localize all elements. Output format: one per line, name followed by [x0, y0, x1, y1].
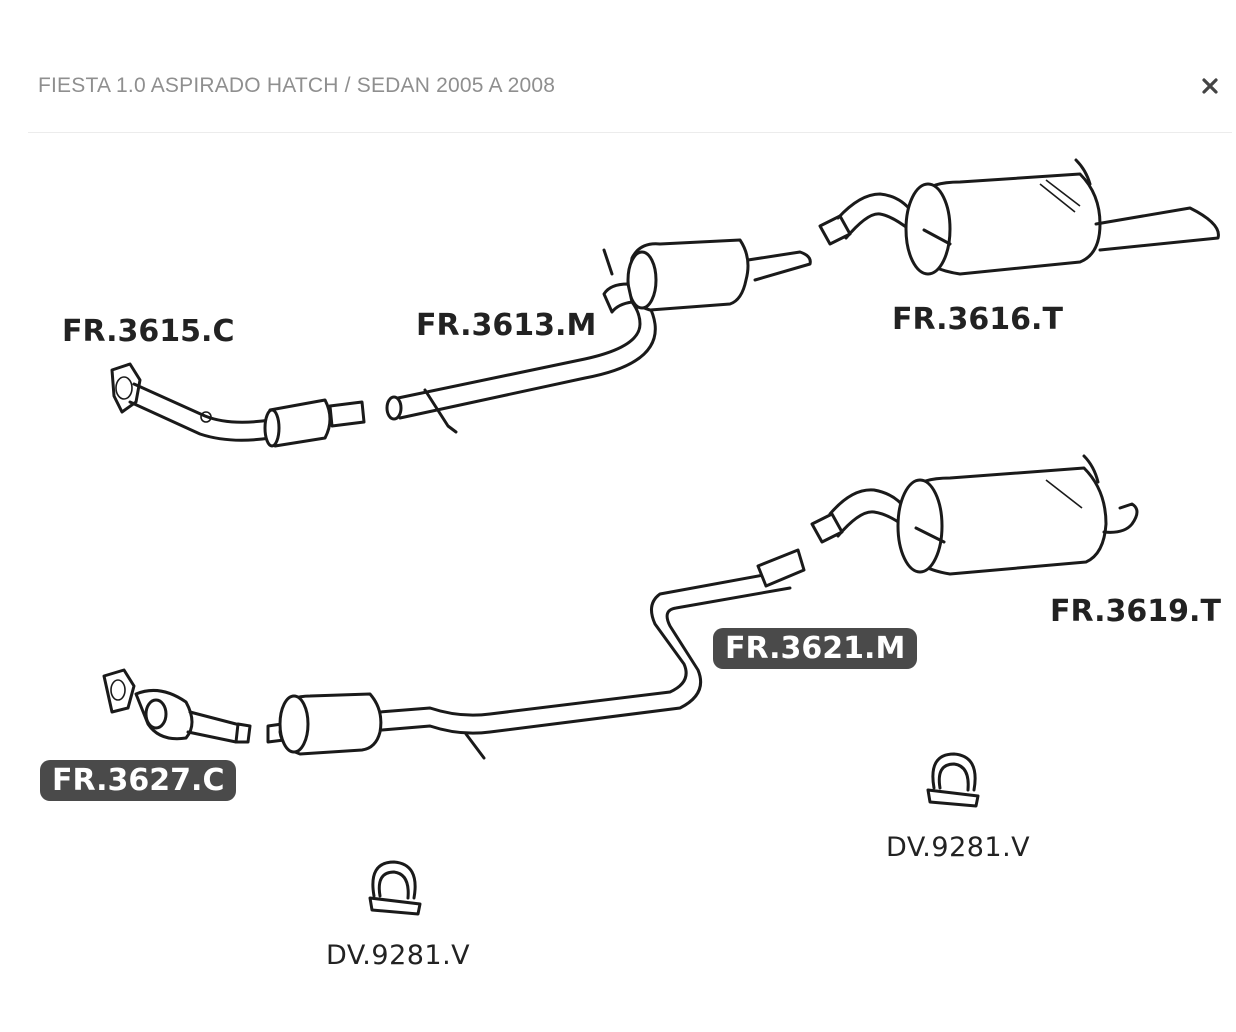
clamp-icon-right[interactable]: [926, 752, 980, 808]
part-label-fr3619t[interactable]: FR.3619.T: [1050, 594, 1221, 629]
part-drawing-fr3613m[interactable]: [385, 238, 812, 434]
close-button[interactable]: [1196, 72, 1224, 100]
part-label-fr3615c[interactable]: FR.3615.C: [62, 314, 235, 349]
part-label-fr3627c[interactable]: FR.3627.C: [40, 760, 237, 801]
modal-title: FIESTA 1.0 ASPIRADO HATCH / SEDAN 2005 A…: [38, 74, 556, 97]
accessory-label-clamp-left[interactable]: DV.9281.V: [326, 940, 471, 971]
part-label-fr3613m[interactable]: FR.3613.M: [416, 308, 597, 343]
part-drawing-fr3627c[interactable]: [102, 668, 252, 744]
close-icon: [1202, 78, 1218, 94]
modal-header: FIESTA 1.0 ASPIRADO HATCH / SEDAN 2005 A…: [28, 60, 1232, 133]
part-drawing-fr3621m[interactable]: [266, 548, 806, 760]
part-drawing-fr3619t[interactable]: [810, 454, 1139, 576]
exhaust-diagram: FR.3615.C FR.3613.M FR.3616.T FR.3619.T …: [0, 134, 1236, 1032]
accessory-label-clamp-right[interactable]: DV.9281.V: [886, 832, 1031, 863]
part-label-fr3616t[interactable]: FR.3616.T: [892, 302, 1063, 337]
clamp-icon-left[interactable]: [368, 860, 422, 916]
part-label-fr3621m[interactable]: FR.3621.M: [713, 628, 918, 669]
part-drawing-fr3616t[interactable]: [818, 158, 1220, 276]
part-drawing-fr3615c[interactable]: [110, 362, 366, 448]
